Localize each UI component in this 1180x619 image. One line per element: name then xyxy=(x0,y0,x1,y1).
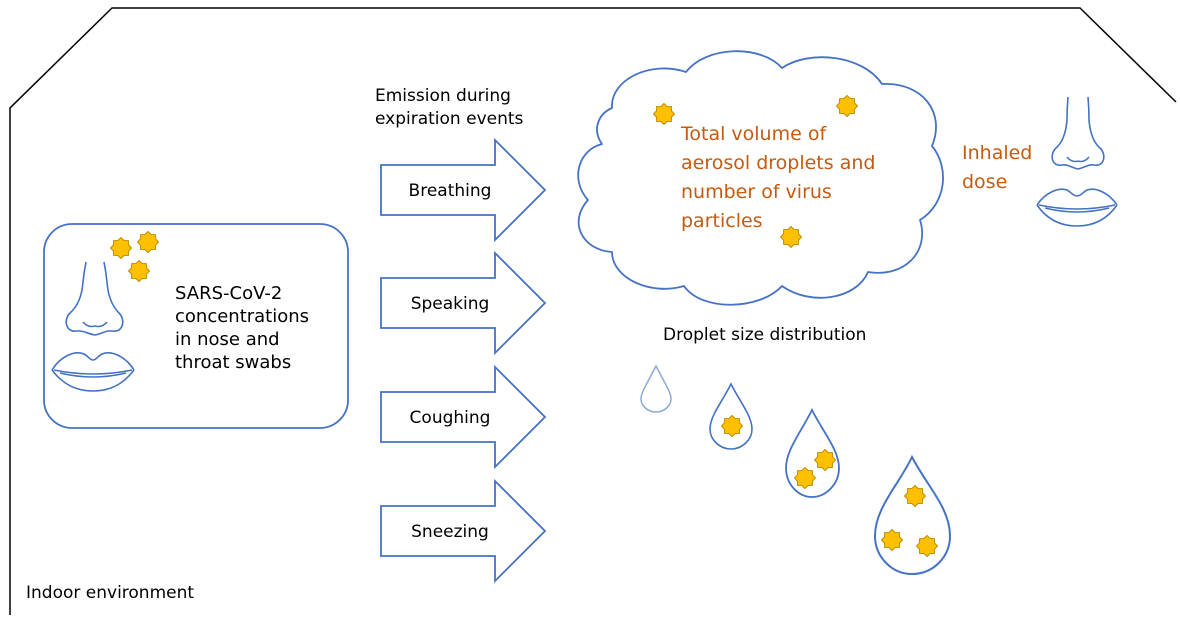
droplet-distribution-title: Droplet size distribution xyxy=(663,325,866,345)
arrow-coughing: Coughing xyxy=(380,364,547,470)
receiver-nose-icon xyxy=(1051,96,1105,170)
emission-title-line: expiration events xyxy=(375,109,524,129)
cloud-text-line: number of virus xyxy=(681,181,832,203)
virus-icon xyxy=(916,535,938,557)
arrow-sneezing: Sneezing xyxy=(380,478,547,584)
droplet-small xyxy=(640,364,672,413)
virus-icon xyxy=(137,231,159,253)
cloud-text-line: particles xyxy=(681,210,763,232)
lips-icon xyxy=(51,352,135,392)
source-text-line: throat swabs xyxy=(175,352,291,373)
source-text: SARS-CoV-2 concentrations in nose and th… xyxy=(175,283,315,373)
inhaled-dose-text: Inhaled dose xyxy=(962,142,1038,193)
event-label-coughing: Coughing xyxy=(410,408,491,428)
virus-icon xyxy=(721,415,743,437)
droplet-medium xyxy=(709,382,753,450)
source-text-line: SARS-CoV-2 xyxy=(175,283,282,304)
emission-title: Emission during expiration events xyxy=(375,86,524,129)
inhaled-dose-line: dose xyxy=(962,171,1007,193)
source-text-line: in nose and xyxy=(175,329,280,350)
virus-icon xyxy=(881,529,903,551)
virus-icon xyxy=(780,226,802,248)
source-box xyxy=(43,223,349,429)
arrow-speaking: Speaking xyxy=(380,250,547,356)
receiver-lips-icon xyxy=(1036,188,1118,227)
virus-icon xyxy=(128,260,150,282)
virus-icon xyxy=(814,449,836,471)
virus-icon xyxy=(904,485,926,507)
event-label-speaking: Speaking xyxy=(411,294,490,314)
event-label-sneezing: Sneezing xyxy=(411,522,489,542)
droplet-xlarge xyxy=(873,454,952,576)
virus-icon xyxy=(110,237,132,259)
source-text-line: concentrations xyxy=(175,306,309,327)
nose-icon xyxy=(65,261,124,336)
cloud-text-line: aerosol droplets and xyxy=(681,152,875,174)
cloud-text: Total volume of aerosol droplets and num… xyxy=(680,123,881,232)
virus-icon xyxy=(794,467,816,489)
environment-label: Indoor environment xyxy=(26,583,194,603)
room-border xyxy=(9,7,1177,615)
arrow-breathing: Breathing xyxy=(380,137,547,243)
virus-icon xyxy=(836,95,858,117)
inhaled-dose-line: Inhaled xyxy=(962,142,1032,164)
emission-title-line: Emission during xyxy=(375,86,511,106)
event-label-breathing: Breathing xyxy=(409,181,492,201)
cloud-text-line: Total volume of xyxy=(680,123,827,145)
aerosol-cloud xyxy=(577,50,944,306)
droplet-large xyxy=(785,407,840,498)
virus-icon xyxy=(653,103,675,125)
